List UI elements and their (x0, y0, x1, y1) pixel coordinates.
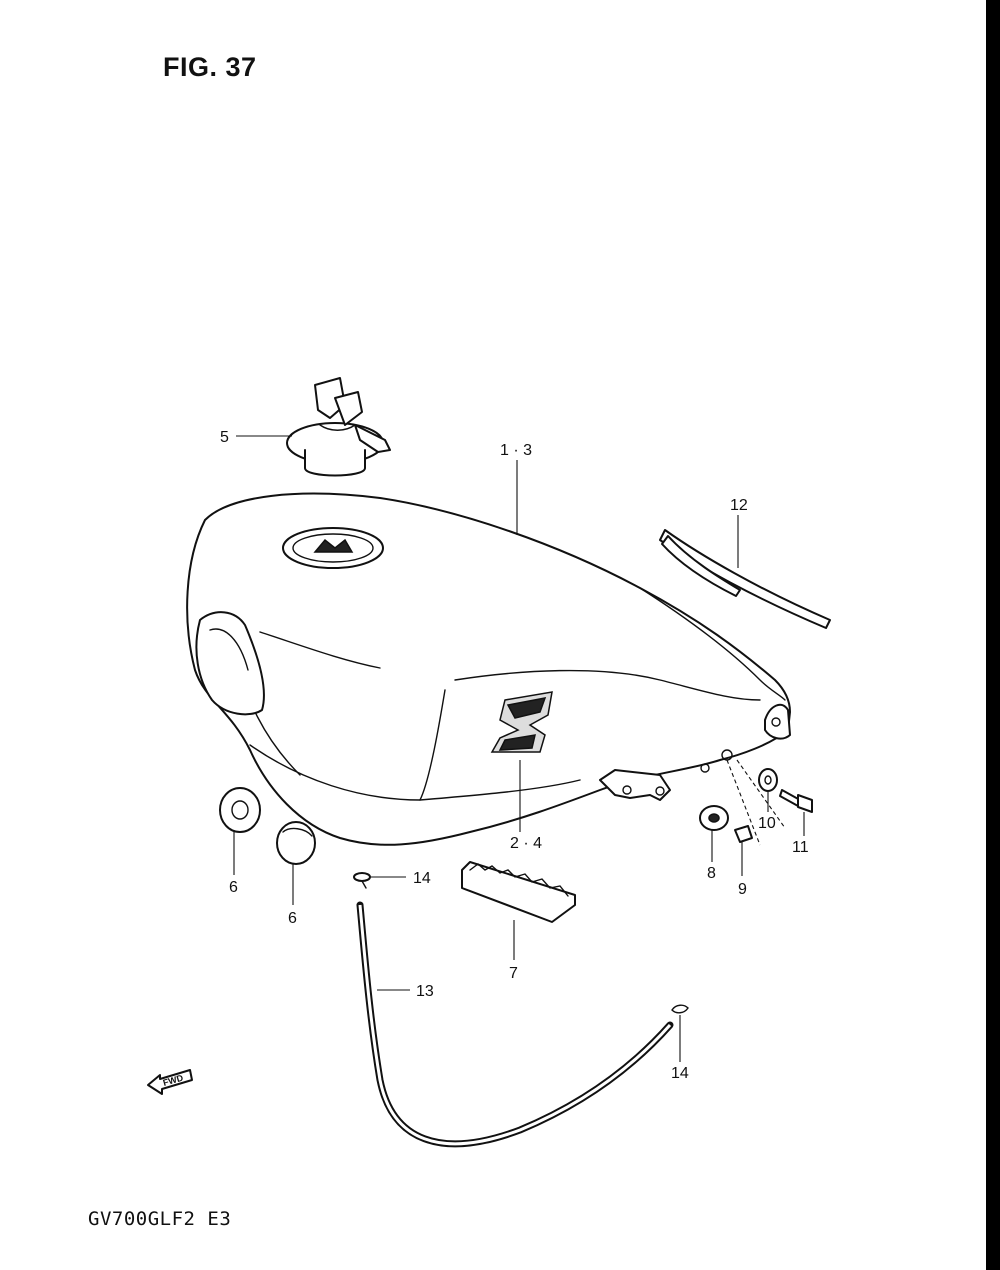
callout-grommet: 8 (707, 865, 716, 882)
grommet[interactable] (699, 805, 729, 831)
hose-clamp-top[interactable] (353, 872, 371, 889)
callout-spacer: 9 (738, 881, 747, 898)
forward-direction-arrow: FWD (147, 1069, 193, 1095)
spacer[interactable] (734, 825, 753, 843)
callout-fuel-cap: 5 (220, 429, 229, 446)
figure-title: FIG. 37 (163, 52, 257, 82)
callout-emblem: 2 · 4 (510, 835, 542, 852)
callout-hose: 13 (416, 983, 434, 1000)
callout-washer: 10 (758, 815, 776, 832)
callout-fuel-tank: 1 · 3 (500, 442, 532, 459)
tank-cushion-front-a[interactable] (219, 787, 261, 833)
tank-emblem[interactable] (490, 691, 553, 753)
bolt[interactable] (779, 789, 813, 813)
fuel-hose[interactable] (356, 901, 674, 1148)
callout-clamp-bottom: 14 (671, 1065, 689, 1082)
callout-clamp-top: 14 (413, 870, 431, 887)
model-footer: GV700GLF2 E3 (88, 1208, 232, 1230)
tank-cushion-rear[interactable] (461, 861, 576, 923)
callout-tape: 12 (730, 497, 748, 514)
callout-cushion-b: 6 (288, 910, 297, 927)
callout-bolt: 11 (792, 839, 809, 856)
callout-cushion-rear: 7 (509, 965, 518, 982)
tank-tape[interactable] (659, 529, 831, 629)
fuel-tank[interactable] (186, 492, 791, 846)
washer[interactable] (758, 768, 778, 792)
callout-cushion-a: 6 (229, 879, 238, 896)
tank-cushion-front-b[interactable] (276, 821, 316, 865)
fuel-cap[interactable] (286, 377, 391, 477)
scan-edge-bar (986, 0, 1000, 1270)
hose-clamp-bottom[interactable] (671, 1004, 689, 1014)
